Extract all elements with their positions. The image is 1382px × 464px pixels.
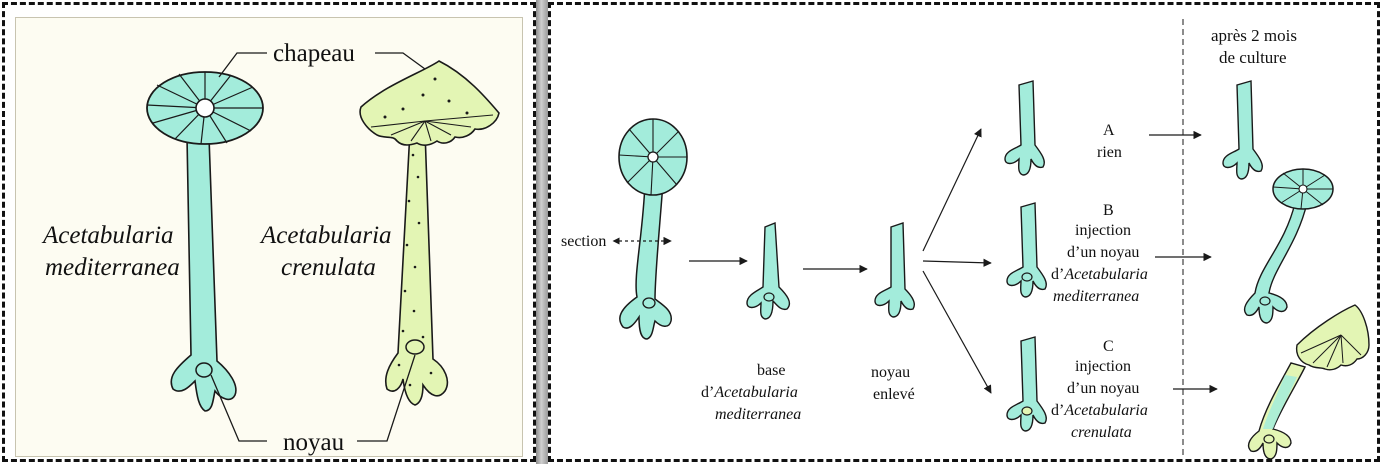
left-figure-panel: chapeau noyau Acetabularia mediterranea …	[2, 2, 536, 462]
cap-label: chapeau	[273, 40, 355, 67]
branch-b-line3: d’Acetabularia	[1051, 266, 1148, 283]
branch-a-text: rien	[1097, 144, 1122, 161]
start-cell-nucleus	[643, 298, 655, 308]
result-header-line2: de culture	[1219, 48, 1287, 67]
branch-b-stump	[1007, 203, 1046, 297]
start-cell-cap	[619, 119, 687, 195]
mediterranea-cap	[147, 72, 263, 144]
enucleated-stump	[875, 223, 914, 317]
acetabularia-comparison-diagram: chapeau noyau Acetabularia mediterranea …	[5, 5, 536, 462]
result-c-nucleus	[1264, 435, 1274, 443]
branch-b-line4: mediterranea	[1053, 288, 1139, 305]
crenulata-cap	[360, 61, 499, 145]
base-stump	[747, 223, 789, 319]
branch-c-letter: C	[1103, 338, 1114, 355]
species2-name-line2: crenulata	[281, 254, 376, 281]
arrow-branch-c	[923, 271, 991, 393]
result-a-stump	[1223, 81, 1262, 179]
nucleus-transplant-experiment-diagram: section base d’Acetabularia mediterranea…	[551, 5, 1380, 462]
branch-b-line2: d’un noyau	[1067, 244, 1139, 261]
branch-c-line4: crenulata	[1071, 424, 1132, 441]
arrow-branch-b	[923, 261, 991, 263]
removed-label-line1: noyau	[871, 364, 910, 381]
section-label: section	[561, 233, 606, 250]
base-label-line2: d’Acetabularia	[701, 384, 798, 401]
base-label-line1: base	[757, 362, 785, 379]
panel-separator	[536, 0, 548, 464]
result-header-line1: après 2 mois	[1211, 26, 1297, 45]
branch-c-stump	[1007, 337, 1046, 431]
species1-name-line1: Acetabularia	[41, 222, 174, 249]
start-cell-stalk	[620, 183, 671, 339]
crenulata-stalk	[386, 131, 448, 405]
right-figure-panel: section base d’Acetabularia mediterranea…	[548, 2, 1380, 462]
base-label-line3: mediterranea	[715, 406, 801, 423]
result-b-stalk	[1245, 203, 1307, 323]
result-b-cap	[1273, 169, 1333, 209]
arrow-branch-a	[923, 129, 981, 251]
nucleus-label: noyau	[283, 429, 345, 456]
result-c-cap	[1297, 305, 1369, 370]
branch-c-line3: d’Acetabularia	[1051, 402, 1148, 419]
branch-c-line2: d’un noyau	[1067, 380, 1139, 397]
branch-b-line1: injection	[1075, 222, 1131, 239]
species1-name-line2: mediterranea	[45, 254, 180, 281]
branch-a-letter: A	[1103, 122, 1115, 139]
result-b-nucleus	[1260, 297, 1270, 305]
branch-b-letter: B	[1103, 202, 1114, 219]
branch-c-line1: injection	[1075, 358, 1131, 375]
species2-name-line1: Acetabularia	[259, 222, 392, 249]
crenulata-nucleus	[406, 340, 424, 354]
removed-label-line2: enlevé	[873, 386, 915, 403]
branch-a-stump	[1005, 81, 1044, 175]
mediterranea-nucleus	[196, 363, 212, 377]
